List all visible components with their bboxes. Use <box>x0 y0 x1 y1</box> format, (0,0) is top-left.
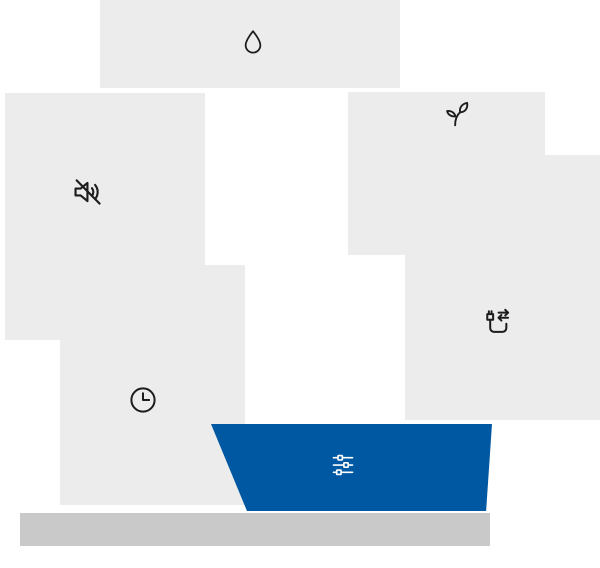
clock-icon <box>127 384 159 416</box>
plug-sync-icon <box>481 306 513 338</box>
tile-scene-active[interactable] <box>211 424 492 511</box>
bottom-bar <box>20 513 490 546</box>
leaf-icon <box>441 99 471 129</box>
speaker-muted-icon <box>71 175 105 209</box>
tile-plug[interactable] <box>405 155 600 420</box>
water-drop-icon <box>239 28 267 56</box>
tile-water[interactable] <box>100 0 400 88</box>
tile-clock[interactable] <box>60 265 245 505</box>
sliders-icon <box>330 452 356 478</box>
